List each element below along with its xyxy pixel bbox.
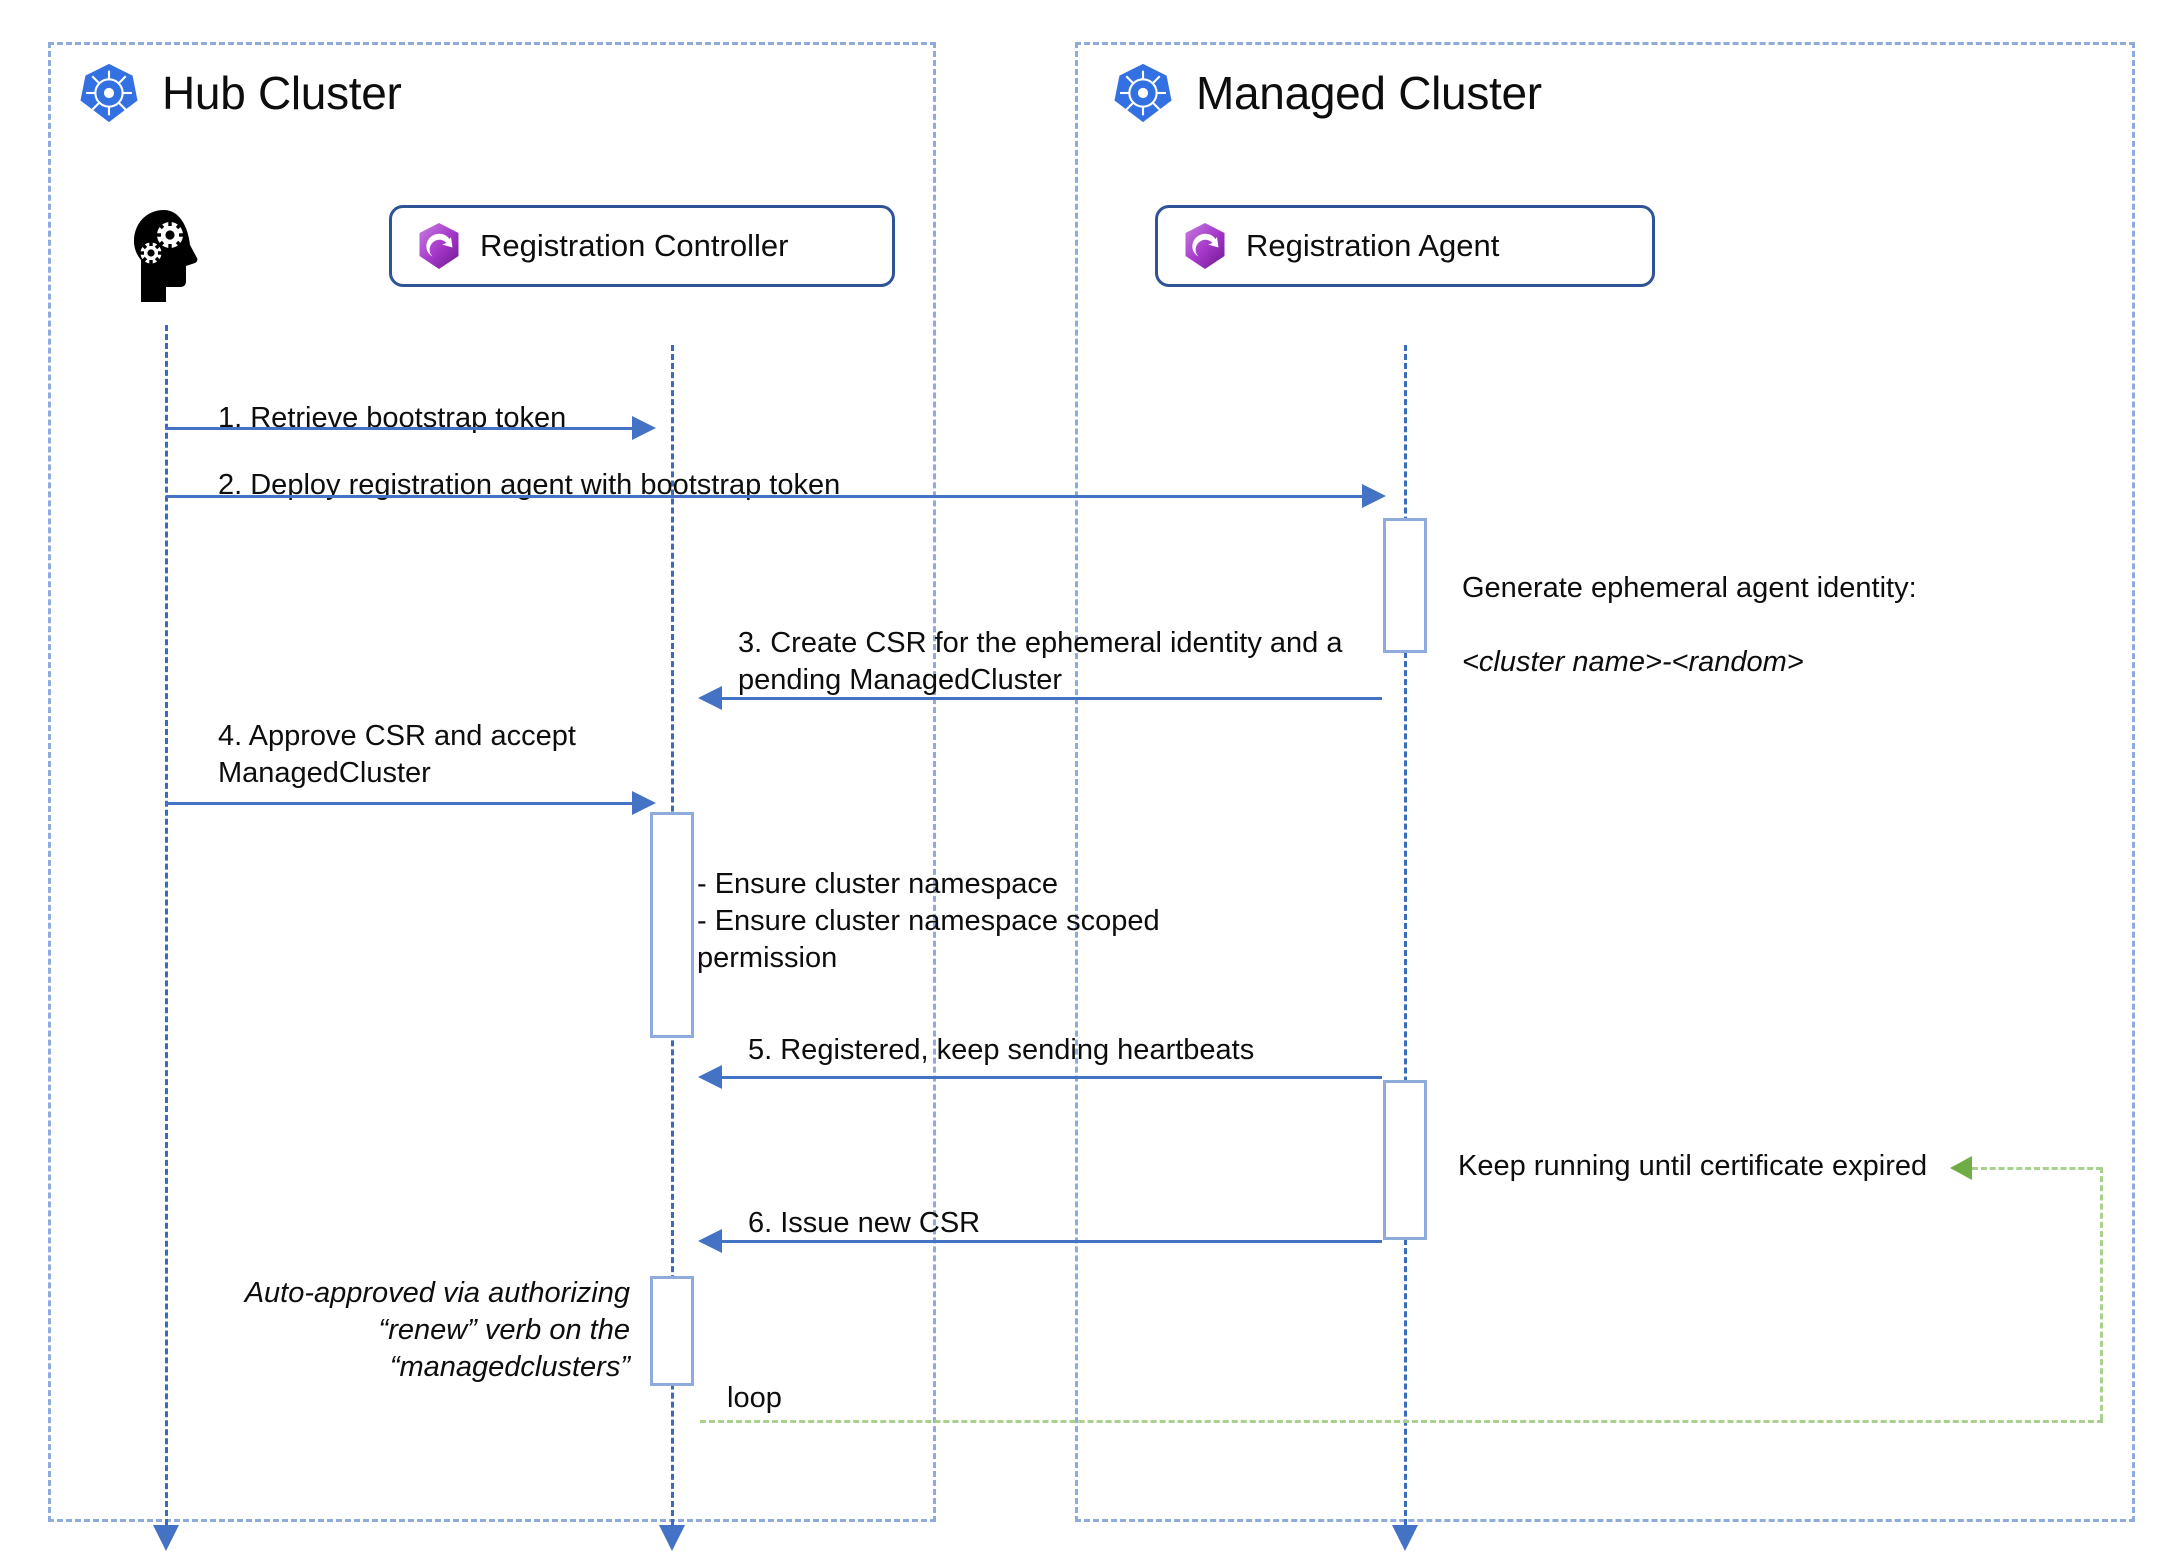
- loop-segment-right: [2100, 1167, 2103, 1420]
- loop-label: loop: [727, 1382, 782, 1414]
- lifeline-end-arrow-user: [153, 1525, 179, 1551]
- loop-arrowhead: [1950, 1156, 1972, 1180]
- message-arrowhead-3: [698, 686, 722, 710]
- message-arrowhead-4: [632, 791, 656, 815]
- activation-agent-heartbeat: [1383, 1080, 1427, 1240]
- kubernetes-icon: [78, 62, 140, 124]
- note-cluster-namespace: - Ensure cluster namespace - Ensure clus…: [697, 868, 1160, 975]
- note-ephemeral-identity: Generate ephemeral agent identity: <clus…: [1462, 533, 2082, 719]
- message-label-6: 6. Issue new CSR: [748, 1207, 981, 1239]
- participant-label-registration-agent: Registration Agent: [1246, 228, 1500, 263]
- note-keep-running: Keep running until certificate expired: [1458, 1150, 1928, 1182]
- message-line-5: [722, 1076, 1382, 1079]
- lifeline-user: [165, 325, 168, 1525]
- message-label-4: 4. Approve CSR and accept ManagedCluster: [218, 720, 576, 790]
- note-ephemeral-identity-line2: <cluster name>-<random>: [1462, 646, 1804, 679]
- message-label-5: 5. Registered, keep sending heartbeats: [748, 1034, 1255, 1066]
- ocm-icon: [414, 221, 464, 271]
- note-ephemeral-identity-line1: Generate ephemeral agent identity:: [1462, 572, 1917, 605]
- message-line-3: [722, 697, 1382, 700]
- activation-agent-identity: [1383, 518, 1427, 653]
- lifeline-end-arrow-registration-agent: [1392, 1525, 1418, 1551]
- user-head-gears-icon: [126, 208, 204, 304]
- loop-segment-top: [1972, 1167, 2102, 1170]
- message-arrowhead-5: [698, 1065, 722, 1089]
- hub-cluster-title: Hub Cluster: [162, 67, 402, 119]
- ocm-icon: [1180, 221, 1230, 271]
- hub-cluster-header: Hub Cluster: [78, 62, 402, 124]
- lifeline-registration-agent: [1404, 345, 1407, 1525]
- managed-cluster-title: Managed Cluster: [1196, 67, 1542, 119]
- participant-registration-agent[interactable]: Registration Agent: [1155, 205, 1655, 287]
- message-line-6: [722, 1240, 1382, 1243]
- message-line-2: [166, 495, 1366, 498]
- managed-cluster-container: [1075, 42, 2135, 1522]
- message-line-1: [166, 427, 636, 430]
- managed-cluster-header: Managed Cluster: [1112, 62, 1542, 124]
- message-arrowhead-6: [698, 1229, 722, 1253]
- kubernetes-icon: [1112, 62, 1174, 124]
- message-label-2: 2. Deploy registration agent with bootst…: [218, 469, 841, 501]
- note-auto-approved: Auto-approved via authorizing “renew” ve…: [244, 1277, 630, 1384]
- loop-segment-bottom: [700, 1420, 2103, 1423]
- message-arrowhead-2: [1362, 484, 1386, 508]
- message-line-4: [166, 802, 636, 805]
- participant-label-registration-controller: Registration Controller: [480, 228, 789, 263]
- message-arrowhead-1: [632, 416, 656, 440]
- message-label-3: 3. Create CSR for the ephemeral identity…: [738, 627, 1343, 697]
- activation-controller-namespace: [650, 812, 694, 1038]
- activation-controller-renew: [650, 1276, 694, 1386]
- lifeline-end-arrow-registration-controller: [659, 1525, 685, 1551]
- participant-registration-controller[interactable]: Registration Controller: [389, 205, 895, 287]
- message-label-1: 1. Retrieve bootstrap token: [218, 402, 567, 434]
- hub-cluster-container: [48, 42, 936, 1522]
